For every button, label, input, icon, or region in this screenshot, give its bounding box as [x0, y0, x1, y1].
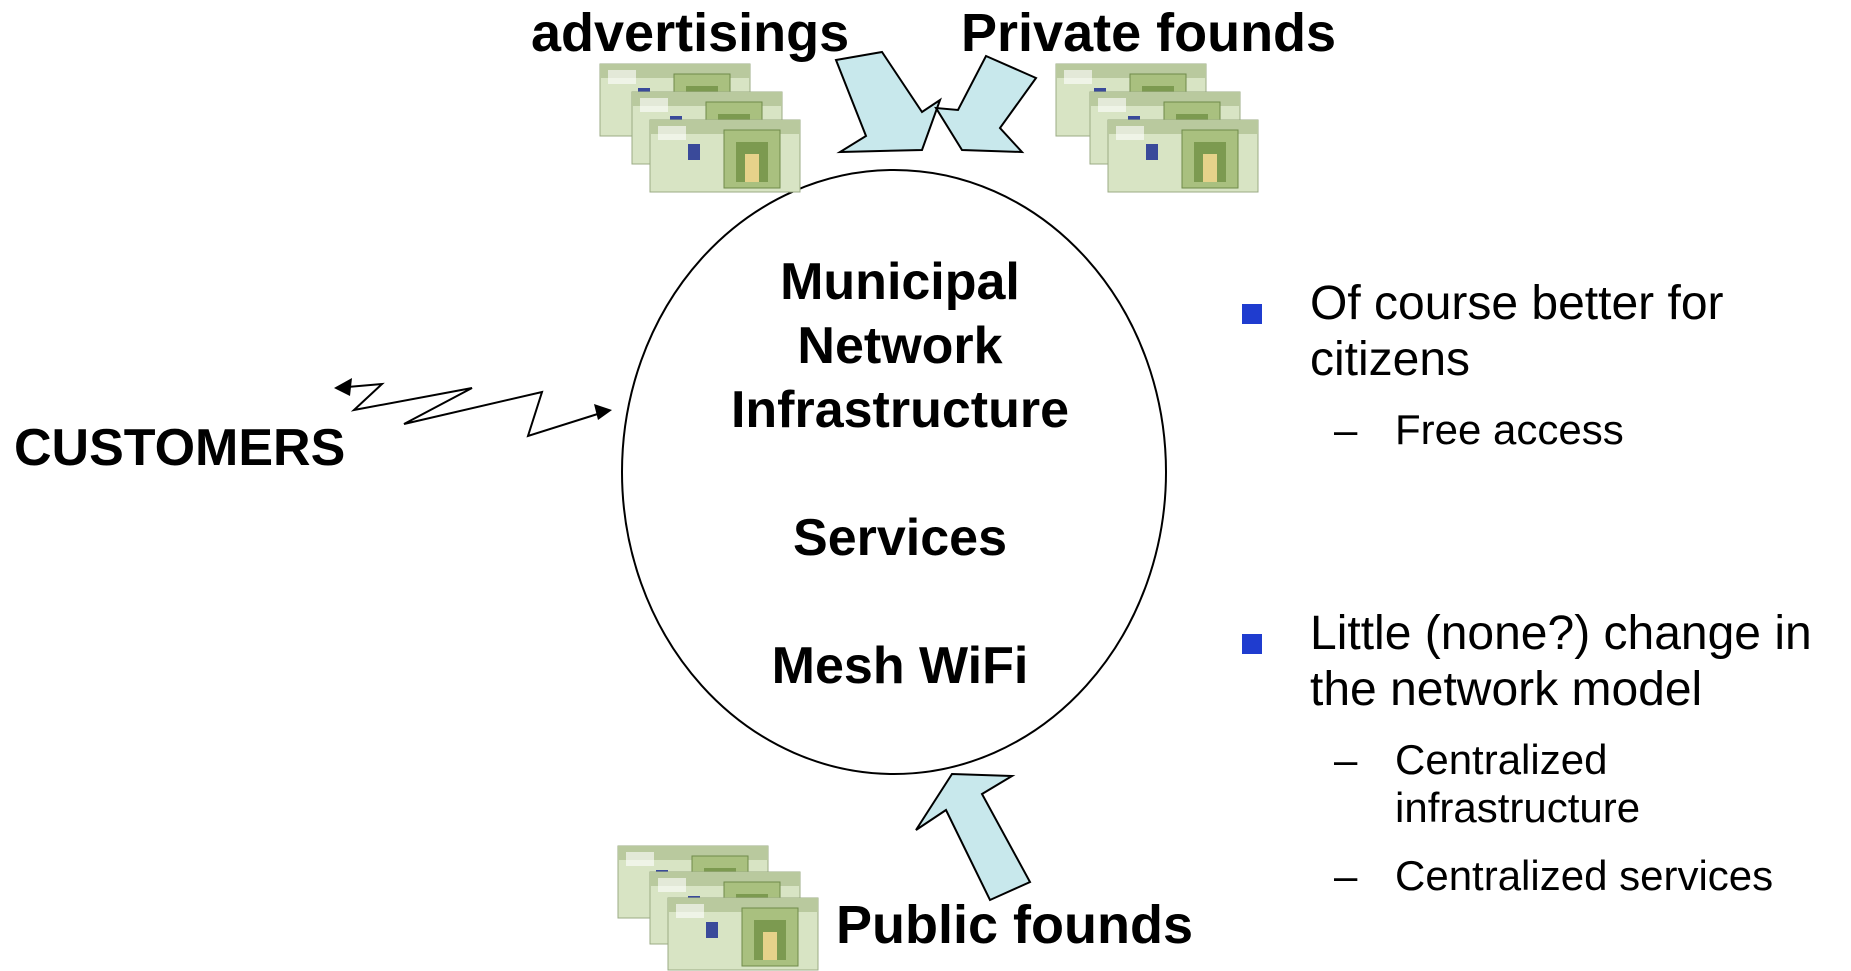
private-founds-label: Private founds	[961, 3, 1337, 63]
sub-bullet-text: Centralized services	[1395, 852, 1774, 899]
circle-title: Municipal Network Infrastructure	[620, 250, 1180, 442]
advertisings-money-icon	[599, 63, 801, 193]
sub-bullet-dash: –	[1334, 736, 1358, 783]
public-founds-label: Public founds	[836, 895, 1193, 955]
circle-services: Services	[793, 509, 1007, 567]
customers-label: CUSTOMERS	[14, 419, 346, 477]
customers-arrowhead-left	[334, 378, 352, 396]
sub-bullet-text-line-2: infrastructure	[1395, 784, 1641, 831]
public-founds-money-icon	[617, 845, 819, 971]
circle-mesh-wifi: Mesh WiFi	[771, 637, 1029, 695]
sub-bullet-dash: –	[1334, 406, 1358, 453]
bullet-text-line-1: Of course better for	[1310, 277, 1724, 330]
private-founds-money-icon	[1055, 63, 1259, 193]
circle-title-line-1: Municipal	[780, 253, 1020, 311]
bullet-text-line-2: the network model	[1310, 663, 1703, 716]
public-founds-arrow	[915, 772, 1032, 902]
advertisings-label: advertisings	[531, 3, 850, 63]
sub-bullet-text-line-1: Centralized	[1395, 736, 1608, 783]
sub-bullet-text: Free access	[1395, 406, 1624, 453]
circle-title-line-2: Network	[797, 317, 1003, 375]
customers-arrowhead-right	[594, 404, 612, 420]
customers-link-line	[335, 382, 605, 438]
bullet-text-line-1: Little (none?) change in	[1310, 607, 1812, 660]
sub-bullet-dash: –	[1334, 852, 1358, 899]
private-founds-arrow	[934, 54, 1038, 154]
bullet-text-line-2: citizens	[1310, 333, 1471, 386]
advertisings-arrow	[834, 50, 942, 154]
network-ellipse	[621, 169, 1167, 775]
bullet-square-icon	[1242, 634, 1262, 654]
bullet-square-icon	[1242, 304, 1262, 324]
circle-title-line-3: Infrastructure	[730, 381, 1070, 439]
